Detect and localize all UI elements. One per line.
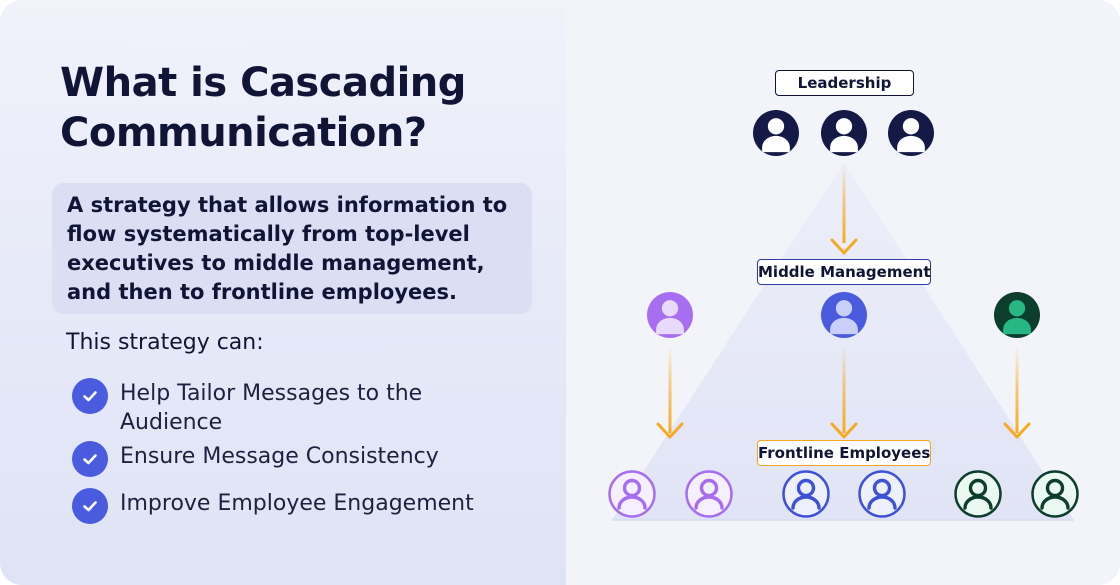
check-icon [72,488,108,524]
frontline-avatar-blue-1 [782,470,830,518]
benefit-text: Ensure Message Consistency [120,444,439,469]
arrow-middle-center-to-frontline [830,345,858,439]
leadership-avatar-1 [753,110,799,156]
definition-box: A strategy that allows information to fl… [52,183,532,314]
leadership-avatar-3 [888,110,934,156]
cascade-diagram: Leadership Middle Management Frontline E… [566,0,1120,585]
frontline-avatar-purple-1 [608,470,656,518]
diagram-canvas [608,110,1079,521]
level-label-leadership: Leadership [775,70,914,96]
check-icon [72,378,108,414]
middle-avatar-purple [647,292,693,338]
strategy-intro: This strategy can: [66,330,264,355]
frontline-avatar-green-2 [1031,470,1079,518]
left-panel: What is Cascading Communication? A strat… [0,0,566,585]
frontline-avatar-purple-2 [685,470,733,518]
arrow-middle-right-to-frontline [1003,345,1031,439]
pyramid-background [612,162,1074,520]
page-title: What is Cascading Communication? [60,60,466,156]
middle-avatar-blue [821,292,867,338]
benefit-text: Improve Employee Engagement [120,491,474,516]
benefit-text: Help Tailor Messages to the Audience [120,381,423,435]
frontline-avatar-green-1 [954,470,1002,518]
arrow-middle-left-to-frontline [656,345,684,439]
arrow-leadership-to-middle [830,165,858,255]
level-label-middle-management: Middle Management [757,259,931,285]
leadership-avatar-2 [821,110,867,156]
middle-avatar-green [994,292,1040,338]
level-label-frontline-employees: Frontline Employees [757,440,931,466]
check-icon [72,441,108,477]
frontline-avatar-blue-2 [858,470,906,518]
